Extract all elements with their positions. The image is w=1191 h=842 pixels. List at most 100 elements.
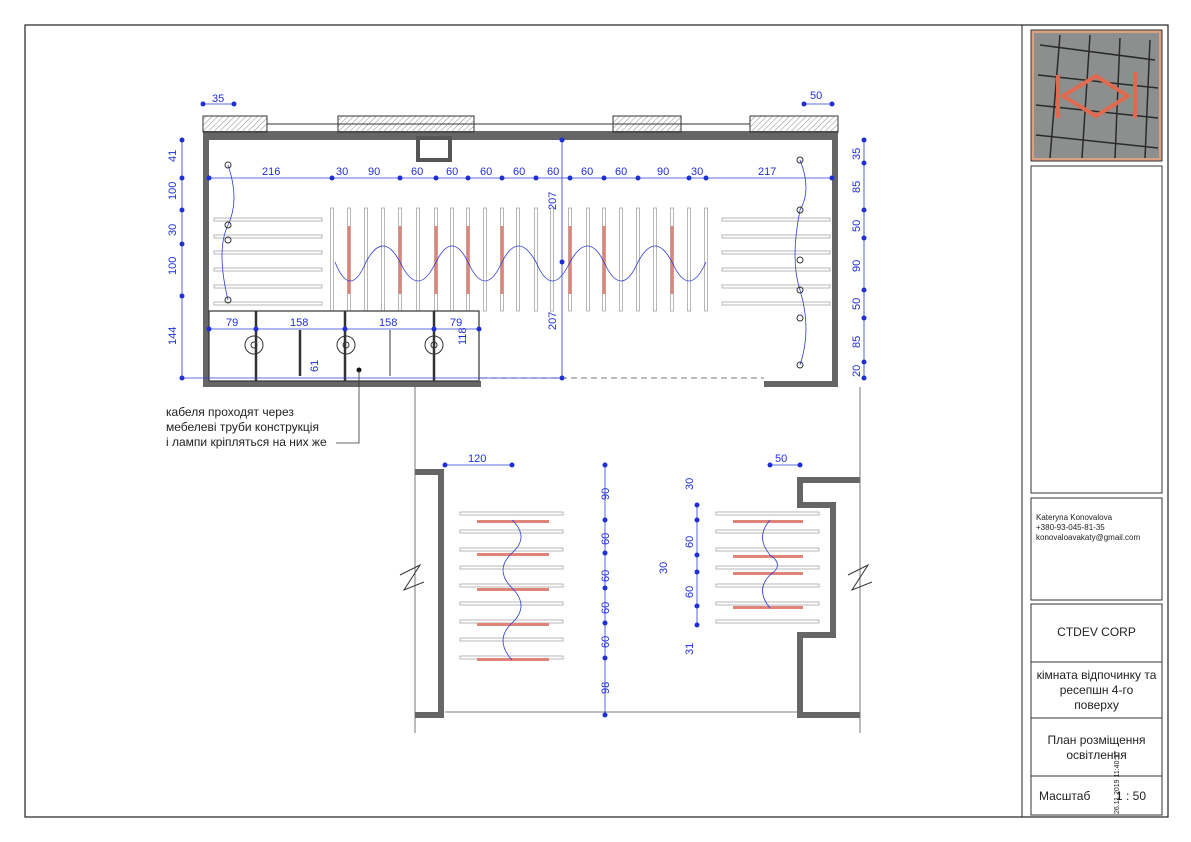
- lower-right-label-1: 60: [684, 536, 696, 548]
- pendant-lamp-1: [244, 335, 264, 355]
- top-right-dot: [801, 101, 807, 107]
- cabinet-dim-dot-2: [342, 326, 348, 332]
- lower-right-label-2: 30: [658, 562, 670, 574]
- cabinet-dim-dot-1: [253, 326, 259, 332]
- right-dim-label-4: 50: [851, 298, 863, 310]
- slat-11: [516, 207, 520, 312]
- lower-center-dot-0: [602, 462, 608, 468]
- row-dim-dot-10: [686, 175, 692, 181]
- lamp-strip-14: [568, 226, 572, 294]
- row-dim-label-7: 60: [547, 166, 559, 178]
- lower-dim-top-left-label: 120: [468, 453, 486, 465]
- top-right-dot-2: [829, 101, 835, 107]
- lower-left-slat-6: [459, 619, 564, 624]
- cabinet-dim-dot-4: [476, 326, 482, 332]
- right-dim-label-3: 90: [851, 260, 863, 272]
- lower-right-dot-3: [694, 569, 700, 575]
- lamp-strip-16: [602, 226, 606, 294]
- spot-right-4: [796, 314, 804, 322]
- bench-right-0: [721, 217, 831, 222]
- lower-dot-c: [767, 462, 773, 468]
- title-info-panel: [1030, 603, 1163, 816]
- bench-left-4: [213, 284, 323, 289]
- lower-right-lamp-3: [733, 606, 803, 609]
- lower-left-lamp-1: [477, 553, 549, 556]
- lower-left-slat-1: [459, 529, 564, 534]
- sheet-frame: [24, 24, 1169, 818]
- lower-left-slat-4: [459, 583, 564, 588]
- pendant-lamp-1-inner: [250, 341, 258, 349]
- lower-center-label-3: 60: [600, 602, 612, 614]
- window-hatch-1: [202, 115, 268, 133]
- bench-right-4: [721, 284, 831, 289]
- lamp-strip-20: [670, 226, 674, 294]
- row-dim-dot-6: [533, 175, 539, 181]
- lower-right-dot-0: [694, 502, 700, 508]
- title-blank-panel: [1030, 165, 1163, 494]
- slat-21: [687, 207, 691, 312]
- right-dim-label-5: 85: [851, 336, 863, 348]
- left-dim-dot-5: [179, 375, 185, 381]
- bench-right-3: [721, 267, 831, 272]
- bench-rows: [213, 217, 831, 306]
- row-dim-dot-8: [601, 175, 607, 181]
- row-dim-dot-3: [433, 175, 439, 181]
- scale-label: Масштаб: [1039, 789, 1091, 803]
- lower-left-slat-5: [459, 601, 564, 606]
- upper-wall-top: [203, 131, 838, 140]
- lower-right-slat-3: [715, 565, 820, 570]
- lower-left-slats: [459, 511, 564, 661]
- author-name: Kateryna Konovalova: [1036, 513, 1113, 522]
- row-dim-dot-7: [567, 175, 573, 181]
- right-dim-dot-2: [861, 207, 867, 213]
- slat-17: [619, 207, 623, 312]
- lower-right-lamp-2: [733, 572, 803, 575]
- left-dim-dot-1: [179, 175, 185, 181]
- center-dim-dot-2: [559, 375, 565, 381]
- right-dim-dot-4: [861, 287, 867, 293]
- lower-center-dot-6: [602, 712, 608, 718]
- row-dim-label-11: 30: [691, 166, 703, 178]
- window-hatch-4: [749, 115, 839, 133]
- lower-dot-b: [509, 462, 515, 468]
- note-line-1: кабеля проходят через: [166, 405, 294, 419]
- spot-left-3: [224, 296, 232, 304]
- lower-right-dot-4: [694, 603, 700, 609]
- lower-right-slat-1: [715, 529, 820, 534]
- pendant-lamp-2: [336, 335, 356, 355]
- slat-0: [330, 207, 334, 312]
- left-dim-label-2: 30: [167, 224, 179, 236]
- spot-right-5: [796, 361, 804, 369]
- lower-center-label-5: 98: [600, 682, 612, 694]
- spot-left-2: [224, 236, 232, 244]
- cabinet-dim-dot-3: [431, 326, 437, 332]
- row-dim-dot-5: [499, 175, 505, 181]
- lower-right-slat-2: [715, 547, 820, 552]
- lamp-strip-10: [500, 226, 504, 294]
- upper-wall-bottom-left: [203, 381, 481, 387]
- lower-center-dot-1: [602, 517, 608, 523]
- left-cable-curve: [221, 164, 235, 301]
- left-dim-label-1: 100: [167, 182, 179, 200]
- lower-left-slat-3: [459, 565, 564, 570]
- lower-center-label-4: 60: [600, 636, 612, 648]
- slat-9: [483, 207, 487, 312]
- lower-center-dot-4: [602, 620, 608, 626]
- lower-right-lamp-1: [733, 555, 803, 558]
- lower-right-slat-6: [715, 619, 820, 624]
- lower-center-dot-2: [602, 550, 608, 556]
- row-dim-dot-4: [465, 175, 471, 181]
- left-dim-label-3: 100: [167, 257, 179, 275]
- row-dim-label-5: 60: [480, 166, 492, 178]
- note-leader: [336, 370, 360, 444]
- row-dim-label-12: 217: [758, 166, 776, 178]
- lamp-cable-curve: [334, 245, 707, 282]
- slat-19: [653, 207, 657, 312]
- lower-center-label-1: 60: [600, 533, 612, 545]
- lower-dim-top-right-label: 50: [775, 453, 787, 465]
